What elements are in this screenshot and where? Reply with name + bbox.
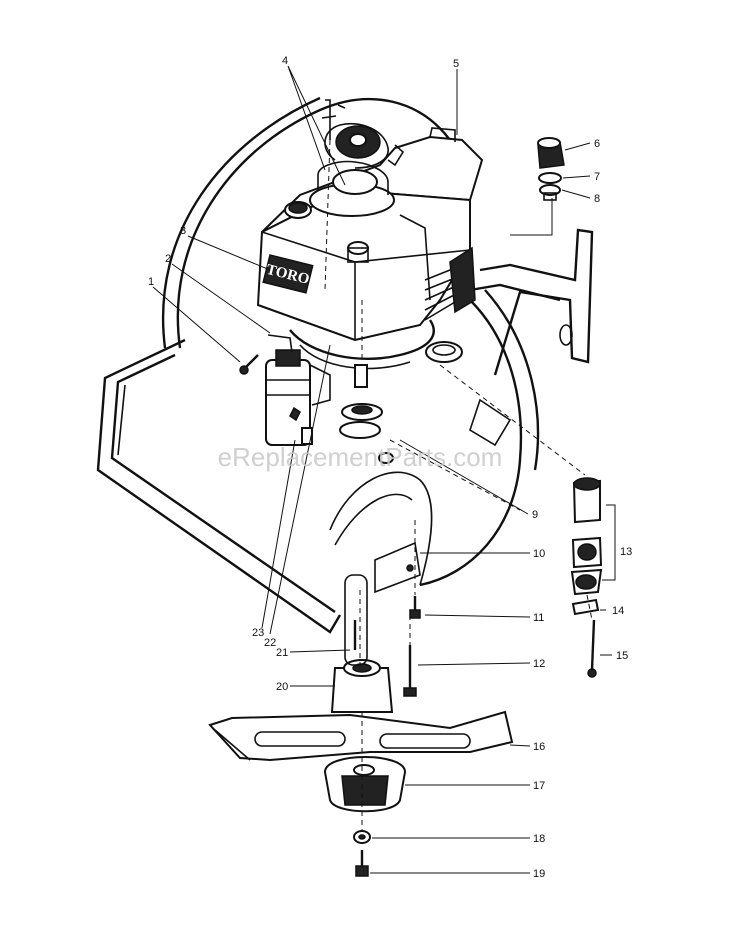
washer-part-18 bbox=[353, 830, 371, 844]
callout-20: 20 bbox=[276, 681, 288, 693]
callout-15: 15 bbox=[616, 650, 628, 662]
bolt-part-19 bbox=[355, 850, 369, 877]
callout-6: 6 bbox=[594, 138, 600, 150]
callout-17: 17 bbox=[533, 780, 545, 792]
screw-part-15 bbox=[587, 619, 597, 678]
callout-9: 9 bbox=[532, 509, 538, 521]
callout-8: 8 bbox=[594, 193, 600, 205]
mower-handle bbox=[96, 338, 342, 634]
callout-1: 1 bbox=[148, 276, 154, 288]
blade-part-16 bbox=[208, 710, 514, 762]
callout-2: 2 bbox=[165, 253, 171, 265]
bolt-part-11 bbox=[409, 596, 421, 619]
callout-23: 23 bbox=[252, 627, 264, 639]
callout-4: 4 bbox=[282, 55, 288, 67]
screw-part-1 bbox=[239, 354, 259, 375]
blade-retainer-part-17 bbox=[323, 756, 407, 813]
callout-5: 5 bbox=[453, 58, 459, 70]
bracket-part-10 bbox=[374, 541, 421, 594]
callout-11: 11 bbox=[533, 612, 544, 624]
fuel-cap-assembly bbox=[537, 137, 565, 201]
blade-adapter-part-20 bbox=[330, 574, 394, 713]
callout-3: 3 bbox=[180, 225, 186, 237]
engine-spacers bbox=[339, 364, 394, 464]
gasket-ring bbox=[425, 341, 463, 363]
mower-deck bbox=[161, 96, 540, 587]
callout-10: 10 bbox=[533, 548, 545, 560]
toro-logo: TORO bbox=[262, 254, 314, 294]
leader-lines bbox=[152, 65, 616, 874]
hub-assembly-part-13 bbox=[570, 477, 603, 596]
callout-22: 22 bbox=[264, 637, 276, 649]
clip-part-14 bbox=[571, 598, 600, 616]
callout-18: 18 bbox=[533, 833, 545, 845]
engine bbox=[256, 99, 484, 370]
bolt-part-12 bbox=[403, 645, 417, 697]
callout-14: 14 bbox=[612, 605, 624, 617]
rear-bracket bbox=[469, 228, 594, 376]
callout-13: 13 bbox=[620, 546, 632, 558]
callout-12: 12 bbox=[533, 658, 545, 670]
callout-16: 16 bbox=[533, 741, 545, 753]
callout-labels: 1 2 3 4 5 6 7 8 9 10 11 12 13 14 15 16 1… bbox=[148, 55, 632, 880]
callout-19: 19 bbox=[533, 868, 545, 880]
assembly-lines bbox=[324, 139, 593, 830]
starter-motor bbox=[265, 334, 331, 446]
callout-21: 21 bbox=[276, 647, 288, 659]
watermark: eReplacementParts.com bbox=[218, 442, 503, 472]
callout-7: 7 bbox=[594, 171, 600, 183]
